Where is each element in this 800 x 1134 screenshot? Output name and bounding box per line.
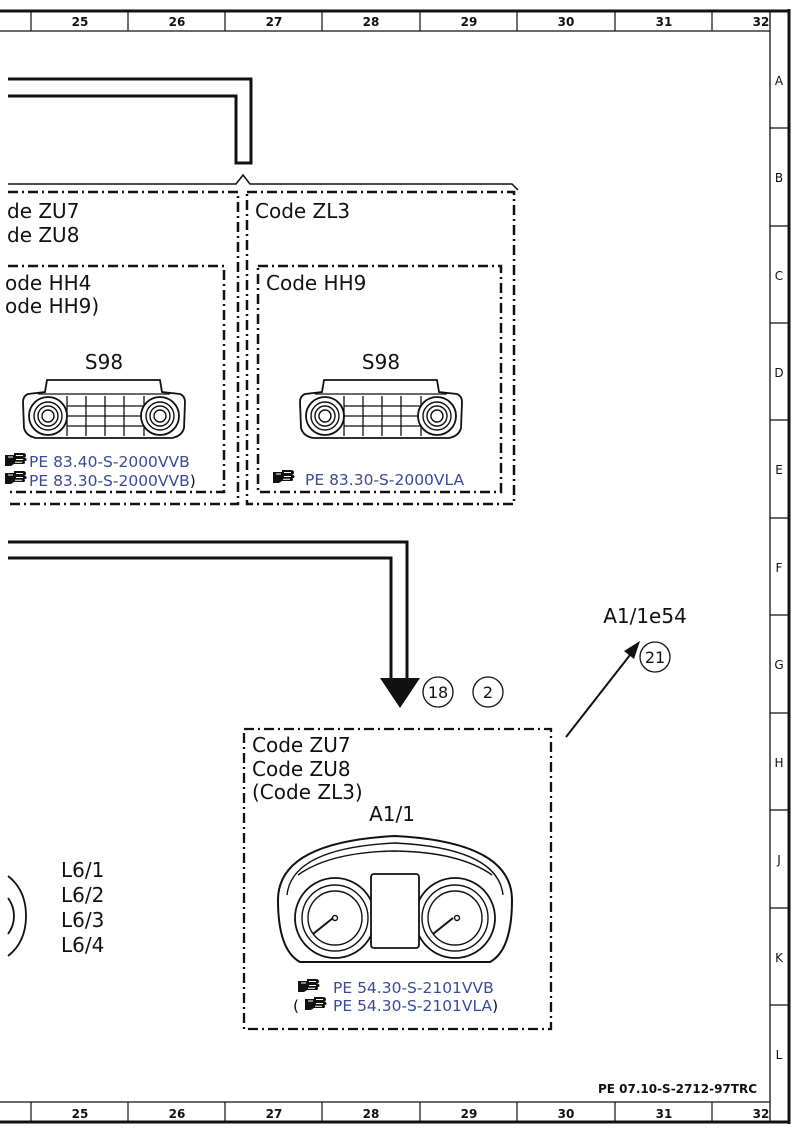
middle-connection-line bbox=[8, 540, 409, 680]
lamp-label: L6/4 bbox=[61, 933, 104, 957]
col-label: 25 bbox=[72, 1107, 89, 1121]
component-label: S98 bbox=[85, 350, 123, 374]
row-label: H bbox=[774, 756, 783, 770]
arrow-head-icon bbox=[624, 641, 640, 659]
svg-text:18: 18 bbox=[428, 683, 448, 702]
col-label: 27 bbox=[266, 15, 283, 29]
code-label: ode HH9) bbox=[5, 294, 99, 318]
component-label: S98 bbox=[362, 350, 400, 374]
climate-control-unit-icon bbox=[299, 379, 463, 439]
row-labels: A B C D E F G H J K L bbox=[774, 74, 784, 1062]
document-id: PE 07.10-S-2712-97TRC bbox=[598, 1082, 757, 1096]
row-label: L bbox=[776, 1048, 783, 1062]
lamp-label: L6/3 bbox=[61, 908, 104, 932]
col-label: 32 bbox=[753, 1107, 770, 1121]
col-label: 29 bbox=[461, 15, 478, 29]
marker-2: 2 bbox=[472, 676, 504, 708]
col-label: 28 bbox=[363, 1107, 380, 1121]
col-label: 26 bbox=[169, 1107, 186, 1121]
hand-pointer-icon bbox=[4, 452, 27, 467]
box-left-outer bbox=[8, 190, 240, 506]
reference-link[interactable]: PE 54.30-S-2101VVB bbox=[333, 979, 494, 997]
hand-pointer-icon bbox=[304, 996, 327, 1011]
arrow-target-label: A1/1e54 bbox=[603, 604, 687, 628]
column-labels-bottom: 25 26 27 28 29 30 31 32 bbox=[72, 1107, 770, 1121]
code-label: Code ZU7 bbox=[252, 733, 351, 757]
row-label: A bbox=[775, 74, 784, 88]
code-label: (Code ZL3) bbox=[252, 780, 363, 804]
reference-link[interactable]: PE 83.30-S-2000VLA bbox=[305, 471, 465, 489]
col-label: 30 bbox=[558, 1107, 575, 1121]
svg-text:2: 2 bbox=[483, 683, 493, 702]
code-label: Code ZL3 bbox=[255, 199, 350, 223]
connection-arrow bbox=[565, 654, 631, 738]
lamp-label: L6/1 bbox=[61, 858, 104, 882]
col-label: 28 bbox=[363, 15, 380, 29]
box-right-inner bbox=[256, 264, 503, 494]
row-label: K bbox=[775, 951, 784, 965]
box-instrument-cluster bbox=[242, 727, 553, 1031]
hand-pointer-icon bbox=[297, 978, 320, 993]
lamp-unit-icon bbox=[7, 875, 27, 957]
col-label: 29 bbox=[461, 1107, 478, 1121]
hand-pointer-icon bbox=[4, 470, 27, 485]
row-label: C bbox=[775, 269, 783, 283]
lamp-label: L6/2 bbox=[61, 883, 104, 907]
component-label: A1/1 bbox=[369, 802, 415, 826]
down-arrow-icon bbox=[380, 678, 420, 708]
row-label: F bbox=[776, 561, 783, 575]
reference-link[interactable]: PE 83.40-S-2000VVB bbox=[29, 453, 190, 471]
instrument-cluster-icon bbox=[276, 834, 514, 963]
code-label: Code ZU8 bbox=[252, 757, 351, 781]
col-label: 31 bbox=[656, 1107, 673, 1121]
top-connection-line bbox=[8, 77, 253, 165]
group-brace bbox=[8, 173, 519, 191]
hand-pointer-icon bbox=[272, 469, 295, 484]
marker-21: 21 bbox=[639, 641, 671, 673]
row-label: E bbox=[775, 463, 783, 477]
row-label: G bbox=[774, 658, 783, 672]
row-label: D bbox=[774, 366, 783, 380]
marker-18: 18 bbox=[422, 676, 454, 708]
col-label: 31 bbox=[656, 15, 673, 29]
col-label: 30 bbox=[558, 15, 575, 29]
col-label: 27 bbox=[266, 1107, 283, 1121]
row-label: J bbox=[776, 853, 781, 867]
reference-link[interactable]: PE 83.30-S-2000VVB) bbox=[29, 472, 196, 490]
col-label: 25 bbox=[72, 15, 89, 29]
code-label: Code HH9 bbox=[266, 271, 366, 295]
svg-text:21: 21 bbox=[645, 648, 665, 667]
col-label: 26 bbox=[169, 15, 186, 29]
col-label: 32 bbox=[753, 15, 770, 29]
box-right-outer bbox=[245, 190, 516, 506]
column-labels-top: 25 26 27 28 29 30 31 32 bbox=[72, 15, 770, 29]
code-label: ode HH4 bbox=[5, 271, 91, 295]
reference-link[interactable]: (PE 54.30-S-2101VLA) bbox=[293, 997, 498, 1015]
climate-control-unit-icon bbox=[22, 379, 186, 439]
code-label: de ZU7 bbox=[7, 199, 79, 223]
frame bbox=[0, 9, 791, 1124]
box-left-inner bbox=[8, 264, 226, 494]
row-label: B bbox=[775, 171, 783, 185]
code-label: de ZU8 bbox=[7, 223, 79, 247]
